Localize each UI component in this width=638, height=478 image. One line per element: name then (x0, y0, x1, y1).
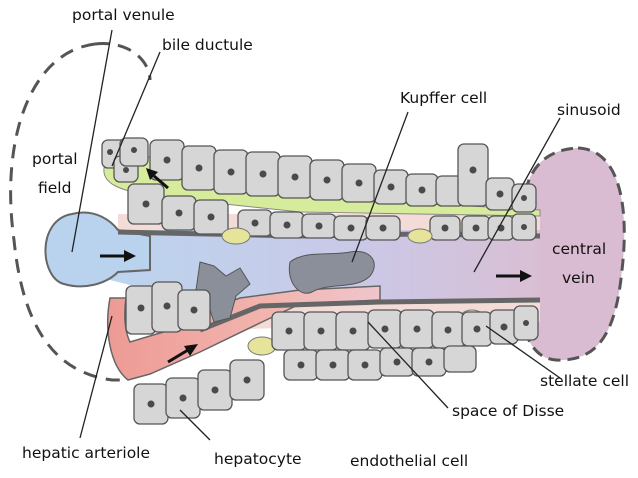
label-sinusoid: sinusoid (557, 101, 621, 119)
flow-arrows (100, 168, 532, 364)
label-stellate-cell: stellate cell (540, 372, 629, 390)
label-kupffer-cell: Kupffer cell (400, 89, 487, 107)
label-endothelial-cell: endothelial cell (350, 452, 468, 470)
label-central-vein-2: vein (562, 269, 595, 287)
portal-field-outline (9, 42, 122, 382)
label-bile-ductule: bile ductule (162, 36, 253, 54)
label-central-vein-1: central (552, 240, 606, 258)
portal-field-outline-top (94, 42, 152, 81)
label-portal-field-2: field (38, 179, 71, 197)
lower-nuclei (137, 302, 529, 408)
label-portal-venule: portal venule (72, 6, 175, 24)
label-portal-field-1: portal (32, 150, 78, 168)
leader-lines (71, 29, 561, 441)
label-hepatocyte: hepatocyte (214, 450, 302, 468)
label-hepatic-arteriole: hepatic arteriole (22, 444, 150, 462)
portal-venule (44, 211, 151, 288)
label-space-of-disse: space of Disse (452, 402, 564, 420)
central-vein (520, 146, 626, 362)
